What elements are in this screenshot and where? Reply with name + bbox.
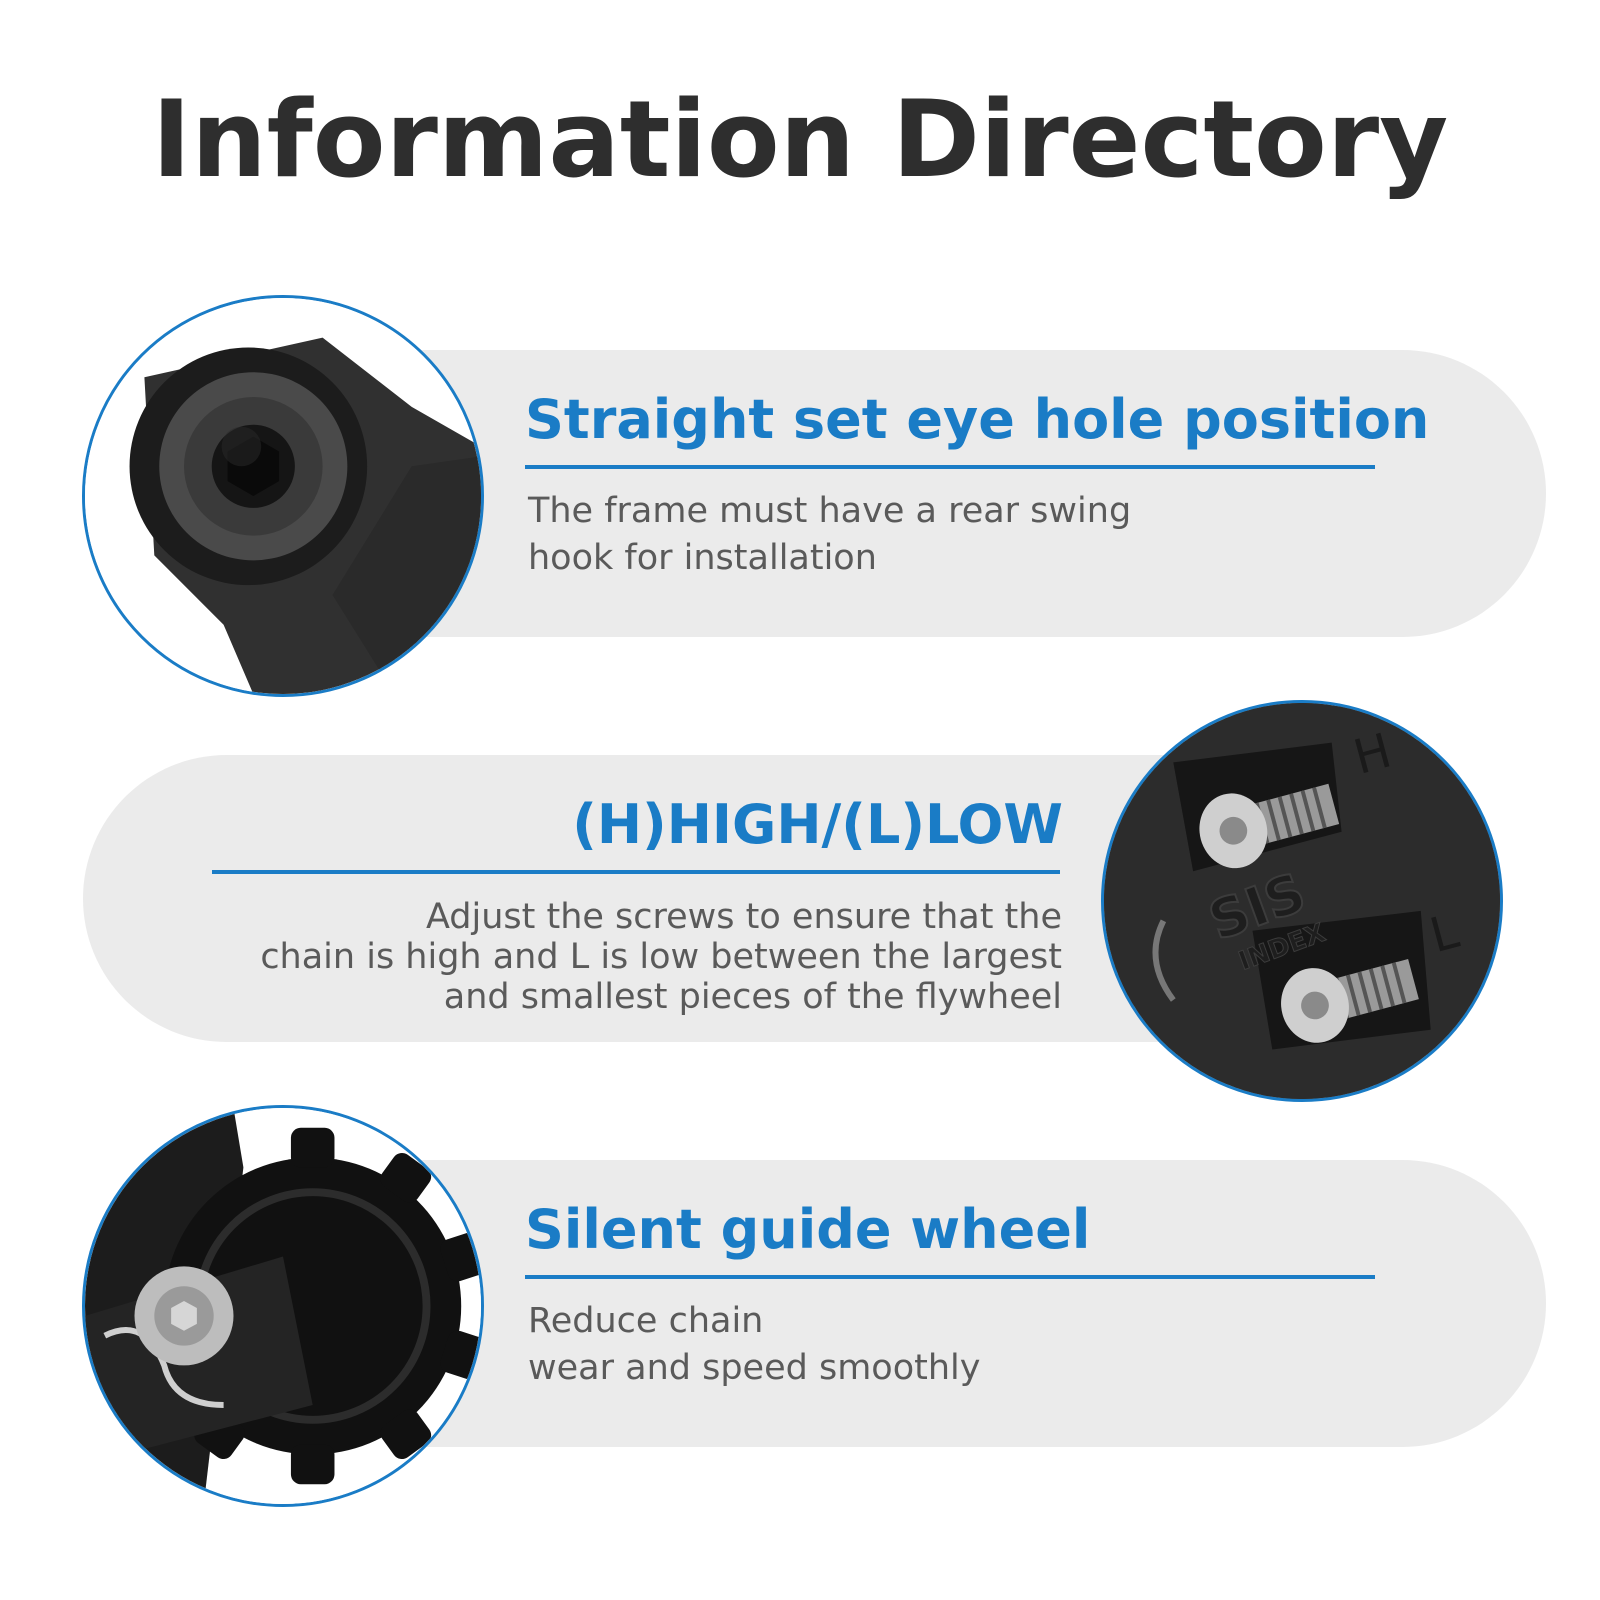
photo-label-sis: SIS xyxy=(1201,860,1314,952)
guide-pulley-photo-icon xyxy=(82,1105,484,1507)
feature-description-eye-hole: The frame must have a rear swing hook fo… xyxy=(528,491,1132,578)
feature-divider-eye-hole xyxy=(525,465,1375,469)
limit-screws-photo-icon: H L SIS INDEX xyxy=(1101,700,1503,1102)
feature-title-eye-hole: Straight set eye hole position xyxy=(525,388,1430,451)
feature-card-limit-screws xyxy=(83,755,1183,1042)
eye-hole-bolt-photo-icon xyxy=(82,295,484,697)
feature-card-guide-wheel xyxy=(300,1160,1546,1447)
feature-title-guide-wheel: Silent guide wheel xyxy=(525,1198,1091,1261)
feature-title-limit-screws: (H)HIGH/(L)LOW xyxy=(572,793,1063,856)
feature-description-limit-screws: Adjust the screws to ensure that the cha… xyxy=(260,897,1062,1017)
feature-card-eye-hole xyxy=(300,350,1546,637)
feature-description-guide-wheel: Reduce chain wear and speed smoothly xyxy=(528,1301,981,1388)
feature-divider-limit-screws xyxy=(212,870,1060,874)
page-title: Information Directory xyxy=(151,78,1449,201)
feature-divider-guide-wheel xyxy=(525,1275,1375,1279)
